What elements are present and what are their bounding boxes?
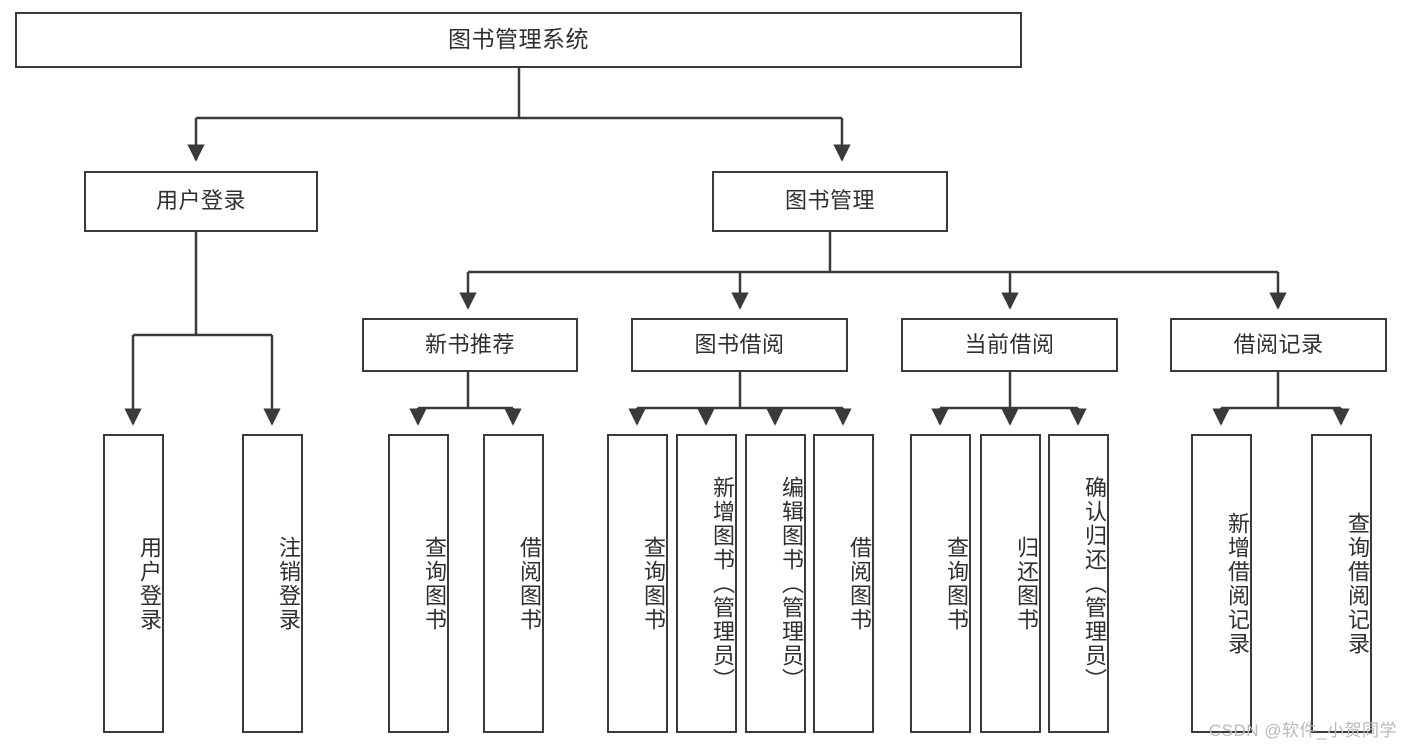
- leaf-current-borrow-return[interactable]: 归还图书: [980, 434, 1041, 733]
- node-new-book-recommend[interactable]: 新书推荐: [362, 318, 578, 372]
- leaf-current-borrow-confirm-return[interactable]: 确认归还（管理员）: [1048, 434, 1109, 733]
- node-label: 新增图书（管理员）: [710, 475, 735, 692]
- node-label: 查询图书: [641, 535, 666, 632]
- leaf-borrow-record-add[interactable]: 新增借阅记录: [1191, 434, 1252, 733]
- leaf-book-borrow-query[interactable]: 查询图书: [607, 434, 668, 733]
- leaf-user-login-signout[interactable]: 注销登录: [242, 434, 303, 733]
- node-user-login[interactable]: 用户登录: [84, 171, 318, 232]
- node-label: 借阅记录: [1233, 331, 1324, 357]
- node-borrow-record[interactable]: 借阅记录: [1170, 318, 1387, 372]
- node-label: 用户登录: [137, 535, 162, 632]
- node-label: 新增借阅记录: [1225, 511, 1250, 656]
- node-root-system[interactable]: 图书管理系统: [15, 12, 1022, 68]
- node-label: 用户登录: [155, 188, 246, 214]
- leaf-user-login-signin[interactable]: 用户登录: [103, 434, 164, 733]
- node-label: 借阅图书: [847, 535, 872, 632]
- node-label: 查询借阅记录: [1345, 511, 1370, 656]
- node-label: 确认归还（管理员）: [1082, 475, 1107, 692]
- node-book-management[interactable]: 图书管理: [712, 171, 948, 232]
- node-label: 图书借阅: [694, 331, 785, 357]
- leaf-new-book-query[interactable]: 查询图书: [388, 434, 449, 733]
- leaf-book-borrow-edit[interactable]: 编辑图书（管理员）: [745, 434, 806, 733]
- leaf-current-borrow-query[interactable]: 查询图书: [910, 434, 971, 733]
- node-label: 查询图书: [944, 535, 969, 632]
- node-label: 编辑图书（管理员）: [779, 475, 804, 692]
- node-label: 注销登录: [276, 535, 301, 632]
- node-label: 当前借阅: [964, 331, 1055, 357]
- leaf-book-borrow-lend[interactable]: 借阅图书: [813, 434, 874, 733]
- node-label: 查询图书: [422, 535, 447, 632]
- node-label: 借阅图书: [517, 535, 542, 632]
- node-label: 图书管理: [784, 188, 875, 214]
- leaf-borrow-record-query[interactable]: 查询借阅记录: [1311, 434, 1372, 733]
- node-label: 新书推荐: [424, 331, 515, 357]
- node-label: 归还图书: [1014, 535, 1039, 632]
- node-current-borrow[interactable]: 当前借阅: [901, 318, 1118, 372]
- node-book-borrow[interactable]: 图书借阅: [631, 318, 848, 372]
- node-label: 图书管理系统: [448, 26, 589, 53]
- leaf-book-borrow-add[interactable]: 新增图书（管理员）: [676, 434, 737, 733]
- csdn-watermark: CSDN @软件_小贺同学: [1208, 721, 1397, 740]
- leaf-new-book-borrow[interactable]: 借阅图书: [483, 434, 544, 733]
